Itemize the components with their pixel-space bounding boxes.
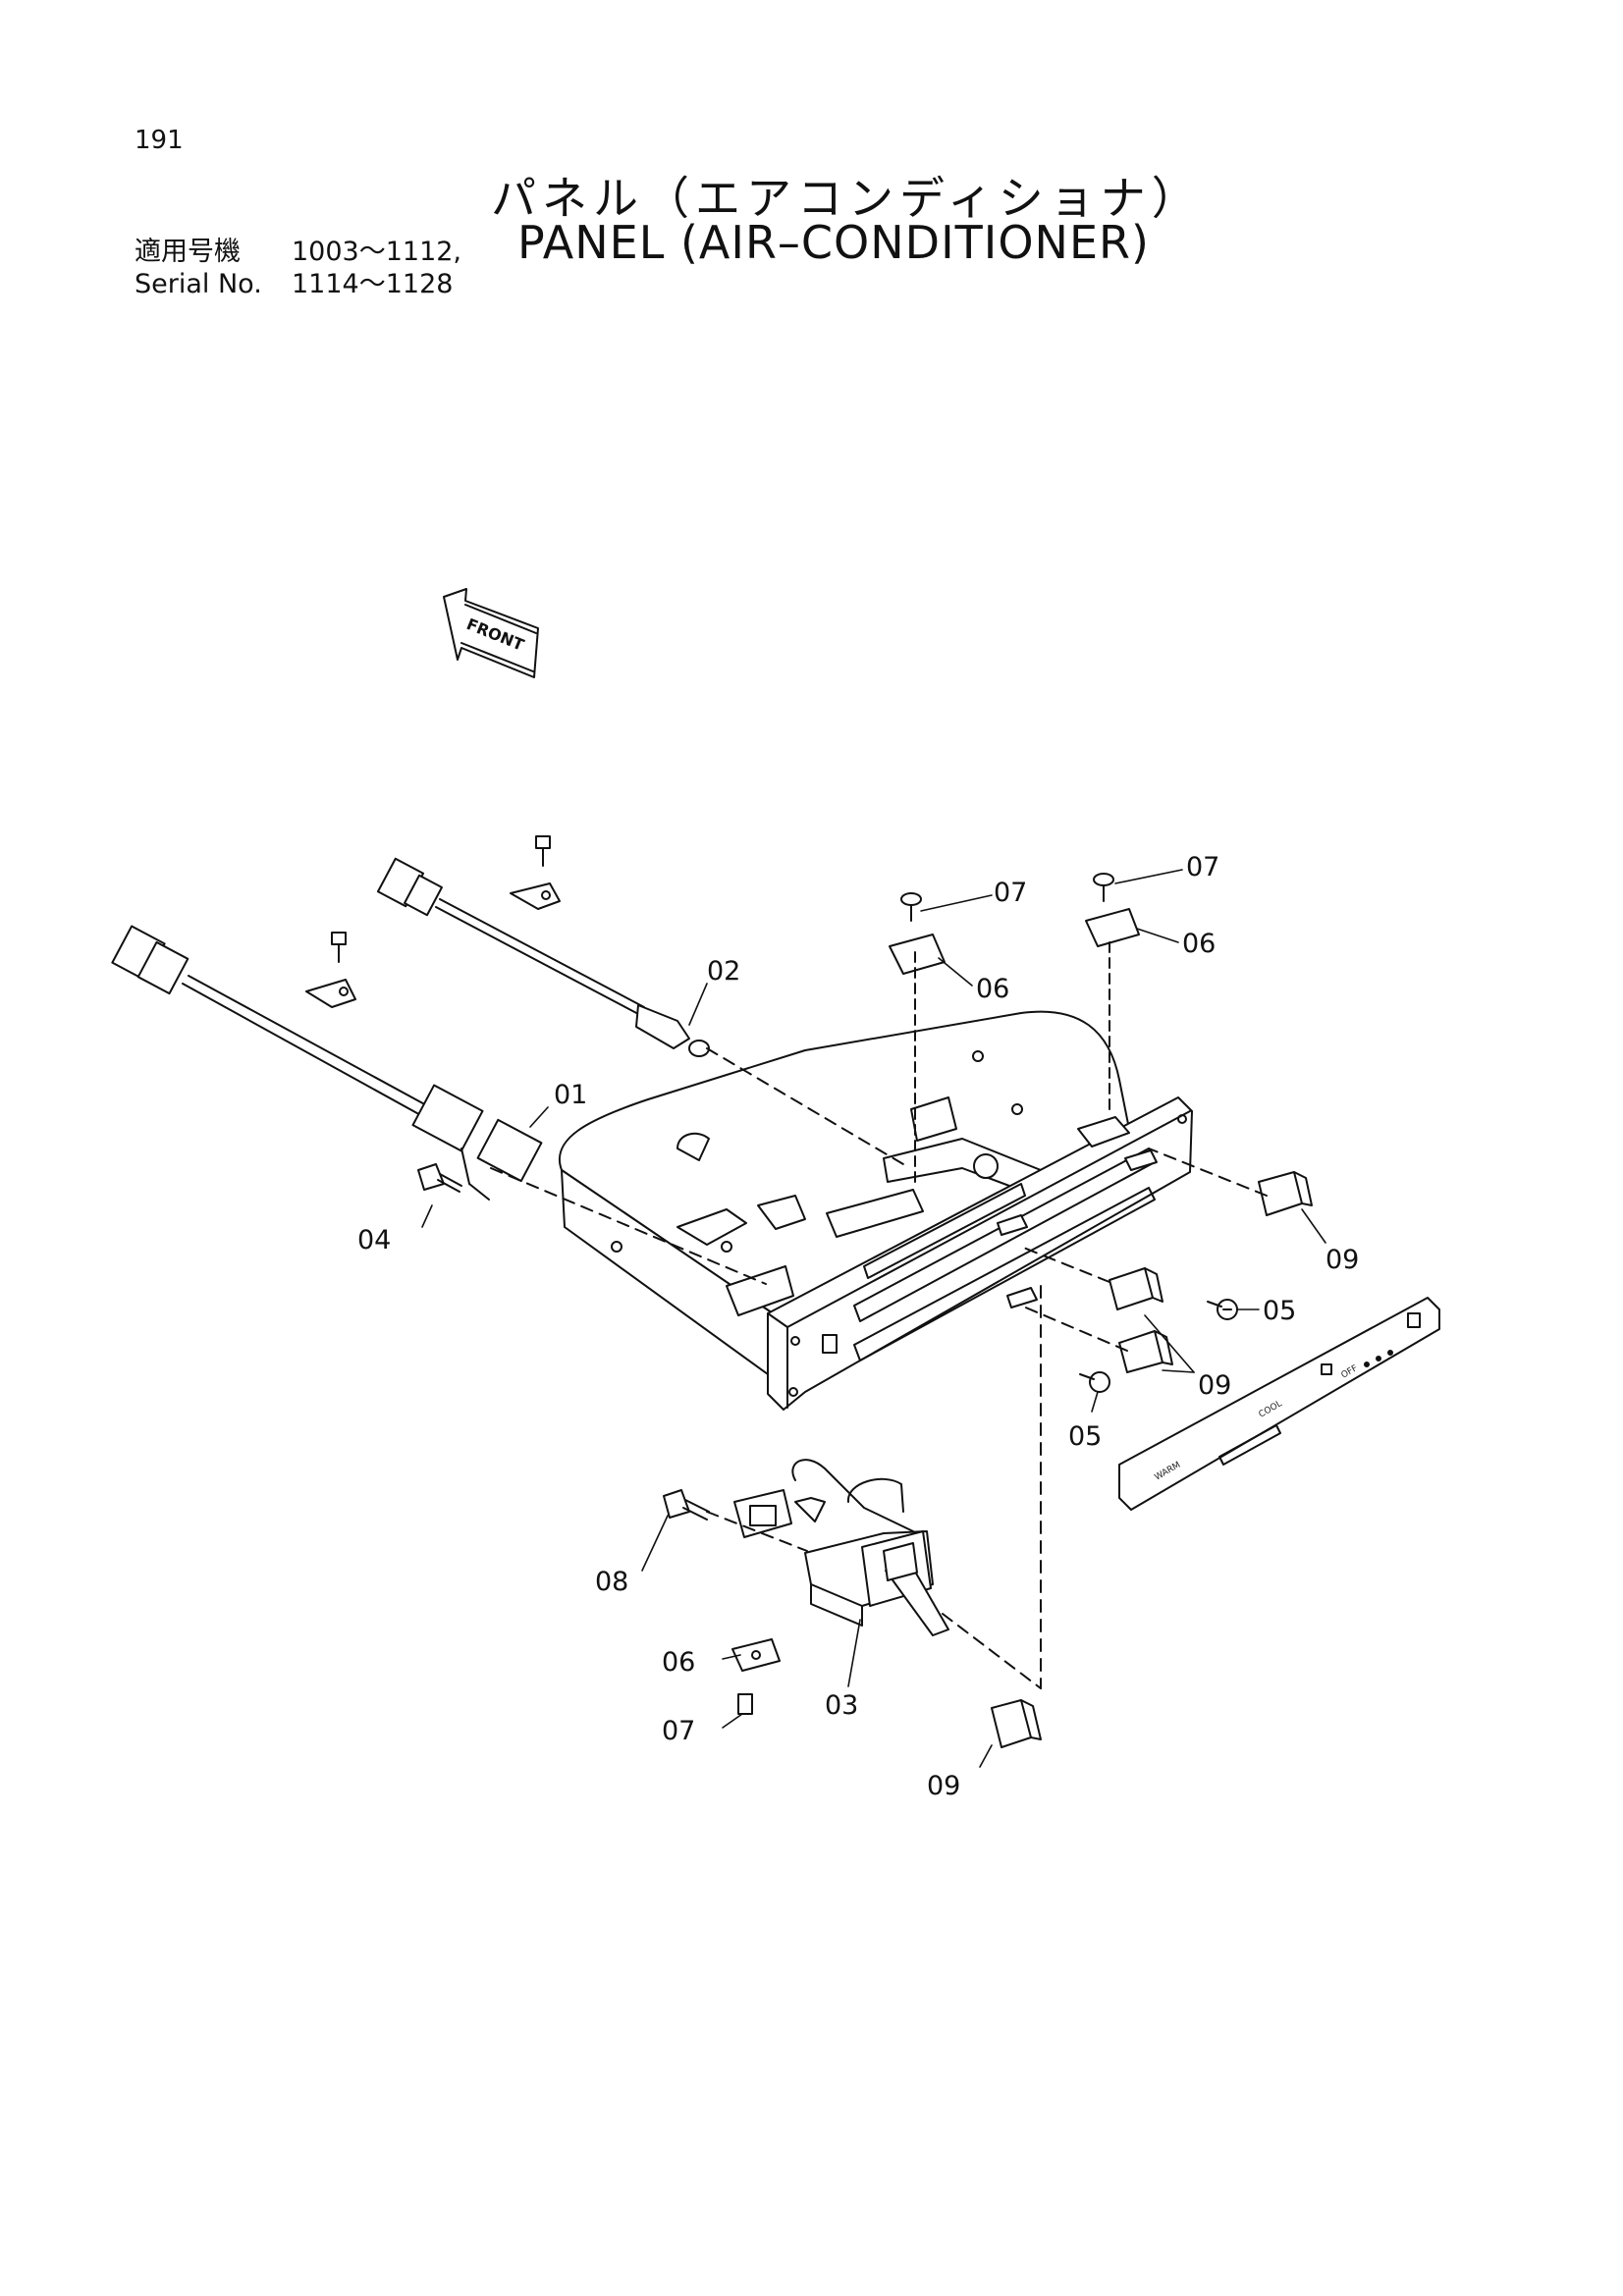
panel-front-frame [767, 1096, 1193, 1411]
knob-cap-09-right [1258, 1171, 1313, 1216]
bolt-08 [663, 1489, 710, 1521]
callout-03: 03 [825, 1690, 858, 1721]
leader-lines [421, 869, 1326, 1768]
bolt-04 [417, 1163, 462, 1193]
callout-07-right: 07 [1186, 852, 1219, 882]
knob-cap-09-bottom [991, 1699, 1042, 1748]
knob-cap-09-middle-upper [1109, 1267, 1163, 1310]
applicability-range-jp: 1003～1112, [292, 237, 462, 267]
screw-05-lower [1079, 1371, 1110, 1393]
control-switch-unit-03 [733, 1459, 949, 1636]
harness-sensor-02 [376, 857, 710, 1057]
callout-05-lower: 05 [1068, 1421, 1102, 1452]
harness-connector-01 [111, 925, 543, 1201]
screw-07-lower [737, 1693, 753, 1715]
panel-base-plate [559, 1010, 1130, 1375]
screw-07-left [900, 892, 922, 922]
harness-clamp-lower [305, 932, 356, 1008]
clamp-06-right [1085, 908, 1140, 1114]
callout-07-left: 07 [994, 878, 1027, 908]
clip-06-lower [731, 1638, 781, 1672]
page-title-japanese: パネル（エアコンディショナ） [491, 172, 1203, 225]
callout-06-right: 06 [1182, 929, 1216, 959]
serial-number-label: Serial No. [135, 269, 262, 299]
callout-09-bottom: 09 [927, 1771, 960, 1801]
front-direction-arrow: FRONT [443, 588, 539, 678]
face-plate: WARM COOL OFF [1118, 1297, 1440, 1511]
callout-09-middle: 09 [1198, 1370, 1231, 1401]
callout-02: 02 [707, 956, 740, 987]
callout-08: 08 [595, 1567, 628, 1597]
harness-clamp-upper [510, 835, 561, 910]
screw-07-right [1093, 873, 1114, 902]
assembly-lines [490, 1047, 1268, 1689]
callout-01: 01 [554, 1080, 587, 1110]
screw-05-upper [1207, 1299, 1238, 1320]
applicability-label-jp: 適用号機 [135, 237, 241, 267]
callout-05-upper: 05 [1263, 1296, 1296, 1326]
callout-09-right: 09 [1325, 1245, 1359, 1275]
callout-labels: 01 02 03 04 05 05 06 06 06 07 07 07 08 0… [357, 852, 1359, 1801]
serial-number-range: 1114～1128 [292, 269, 454, 299]
applicability-block: 適用号機 1003～1112, Serial No. 1114～1128 [135, 236, 461, 300]
callout-07-lower: 07 [662, 1716, 695, 1746]
callout-06-left: 06 [976, 974, 1009, 1004]
callout-04: 04 [357, 1225, 391, 1255]
page-number: 191 [135, 126, 184, 155]
page-title-english: PANEL (AIR–CONDITIONER) [517, 216, 1150, 269]
callout-06-lower: 06 [662, 1647, 695, 1678]
